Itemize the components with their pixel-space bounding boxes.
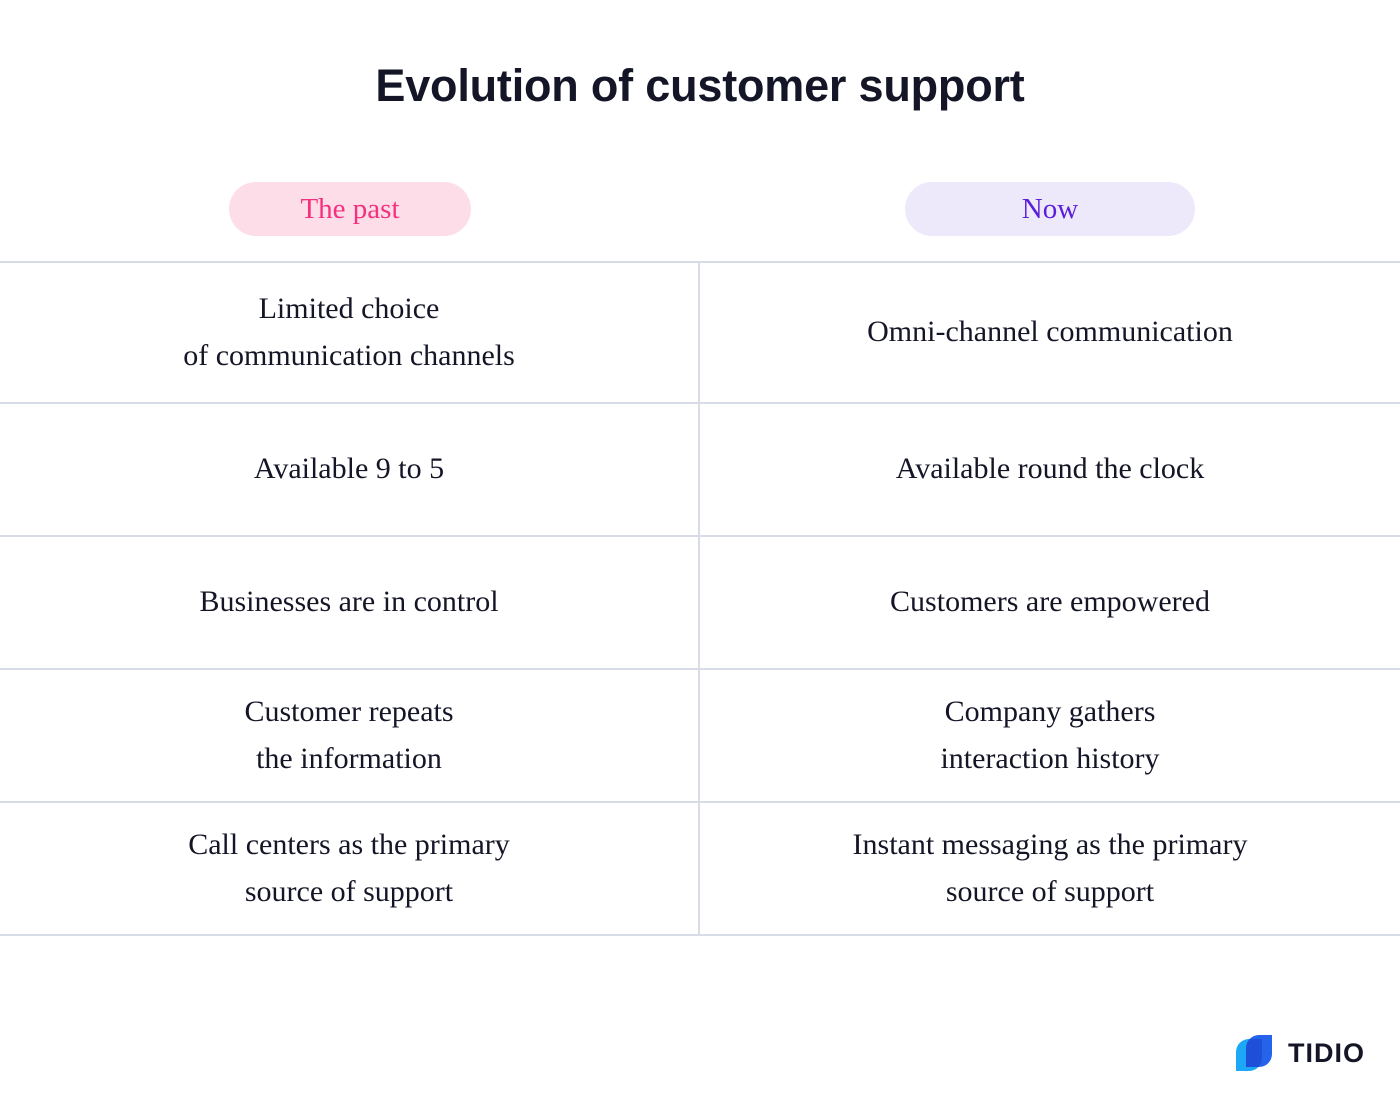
table-row: Available 9 to 5 Available round the clo… [0,404,1400,537]
table-cell-now: Omni-channel communication [867,315,1233,349]
column-header-cell-past: The past [0,182,700,236]
table-row: Businesses are in control Customers are … [0,537,1400,670]
table-cell-now: Customers are empowered [890,585,1210,619]
table-cell-past: Businesses are in control [0,537,700,668]
page-title: Evolution of customer support [375,60,1025,111]
tidio-logo: TIDIO [1232,1031,1365,1075]
tidio-chat-bubbles-icon [1236,1035,1272,1071]
column-header-pill-the-past: The past [229,182,471,236]
tidio-wordmark: TIDIO [1288,1037,1365,1068]
table-cell-now: Available round the clock [895,452,1205,486]
column-header-row: The past Now [0,182,1400,236]
table-cell-past: Available 9 to 5 [0,404,700,535]
column-header-pill-now: Now [905,182,1195,236]
column-header-cell-now: Now [700,182,1400,236]
